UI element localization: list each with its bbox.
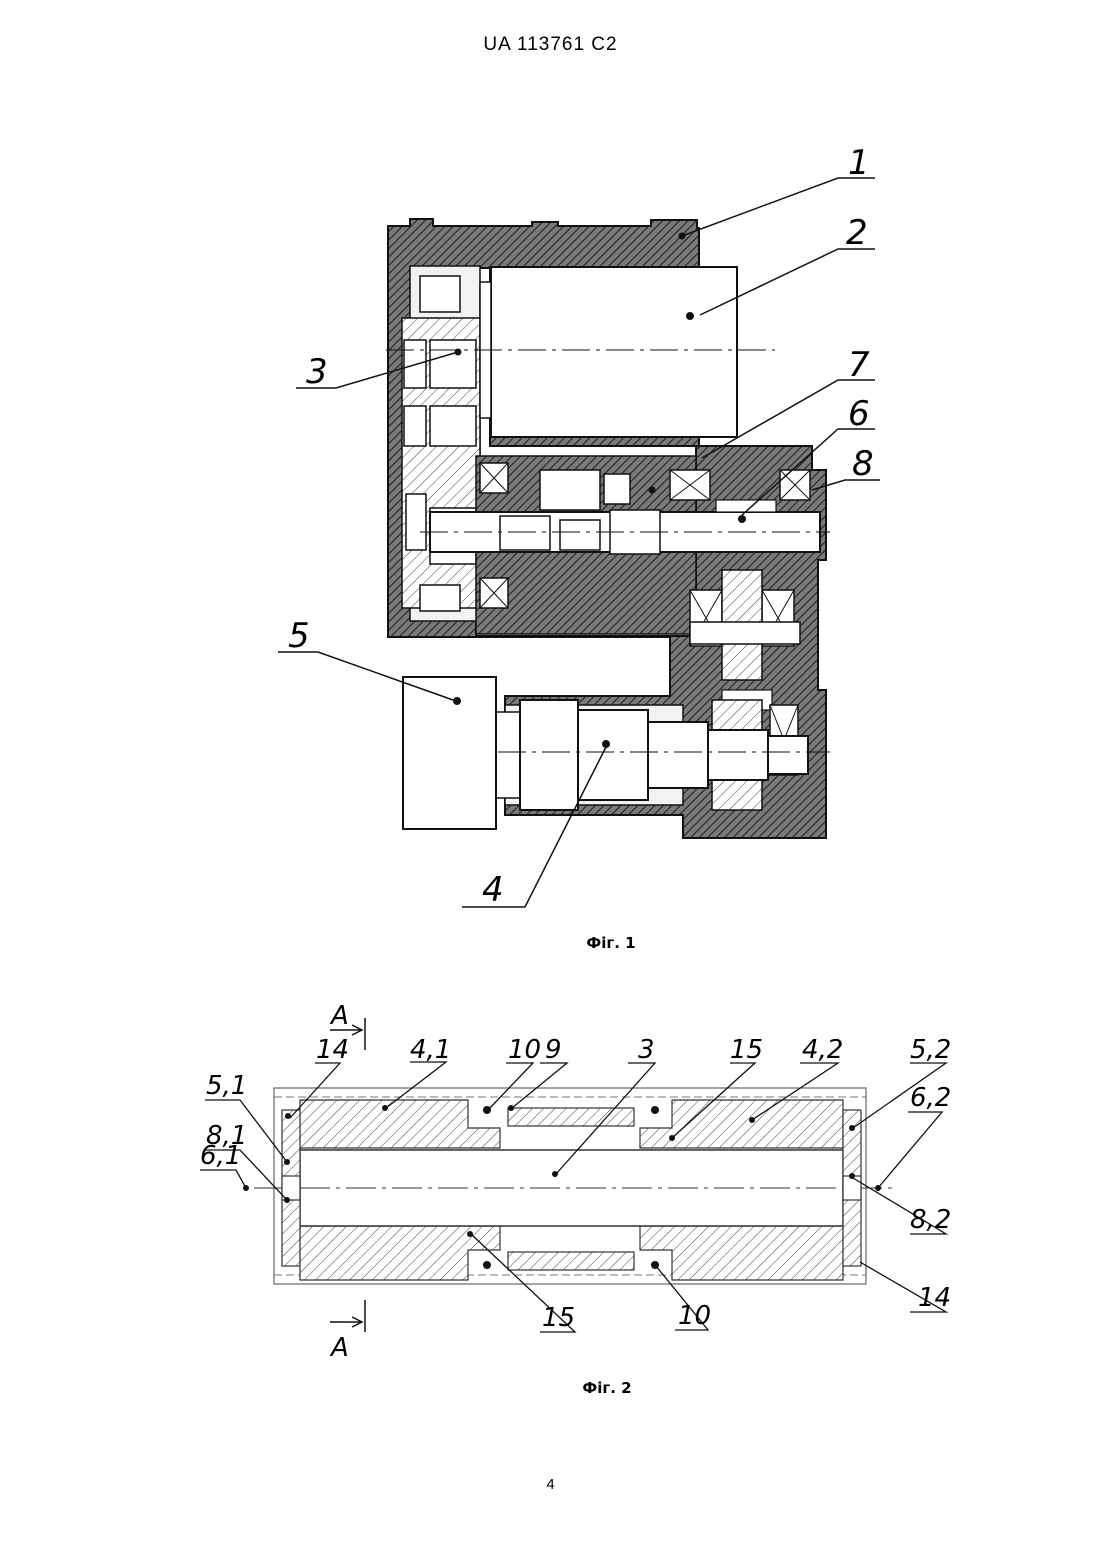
fig2-label-10-bottom: 10 xyxy=(678,1301,711,1331)
fig2-label-14-top: 14 xyxy=(316,1035,349,1065)
fig2-label-6-1: 6,1 xyxy=(200,1141,241,1171)
fig1-label-8: 8 xyxy=(852,444,874,484)
fig2-section-a-top: A xyxy=(329,1001,349,1031)
fig2-caption: Фіг. 2 xyxy=(547,1379,667,1397)
fig1-label-5: 5 xyxy=(288,616,310,656)
fig2-label-5-2: 5,2 xyxy=(910,1035,951,1065)
fig2-label-4-2: 4,2 xyxy=(802,1035,843,1065)
fig2-label-14-bottom: 14 xyxy=(918,1283,951,1313)
fig2-label-4-1: 4,1 xyxy=(410,1035,451,1065)
fig2-label-15-top: 15 xyxy=(730,1035,763,1065)
fig2-label-15-bottom: 15 xyxy=(542,1303,575,1333)
fig1-label-3: 3 xyxy=(306,352,328,392)
fig2-label-6-2: 6,2 xyxy=(910,1083,951,1113)
fig2-label-10-top: 10 xyxy=(508,1035,541,1065)
fig2-section-a-bottom: A xyxy=(329,1333,349,1363)
fig1-motor-5 xyxy=(403,677,496,829)
page-number: 4 xyxy=(0,1476,1101,1493)
fig1-label-2: 2 xyxy=(846,213,868,253)
fig1-label-7: 7 xyxy=(848,345,870,385)
fig2-drawing: A A 14 4,1 10 9 3 15 4,2 5,2 6,2 5,1 8,1… xyxy=(200,1001,951,1363)
fig1-label-4: 4 xyxy=(482,870,504,910)
fig1-label-1: 1 xyxy=(848,143,870,183)
fig2-label-9: 9 xyxy=(545,1035,562,1065)
fig1-drawing: 1 2 3 4 5 6 7 8 xyxy=(278,143,880,910)
fig2-label-3: 3 xyxy=(638,1035,655,1065)
fig1-caption: Фіг. 1 xyxy=(551,934,671,952)
fig2-label-8-2: 8,2 xyxy=(910,1205,951,1235)
fig2-label-5-1: 5,1 xyxy=(206,1071,247,1101)
fig1-label-6: 6 xyxy=(848,394,870,434)
